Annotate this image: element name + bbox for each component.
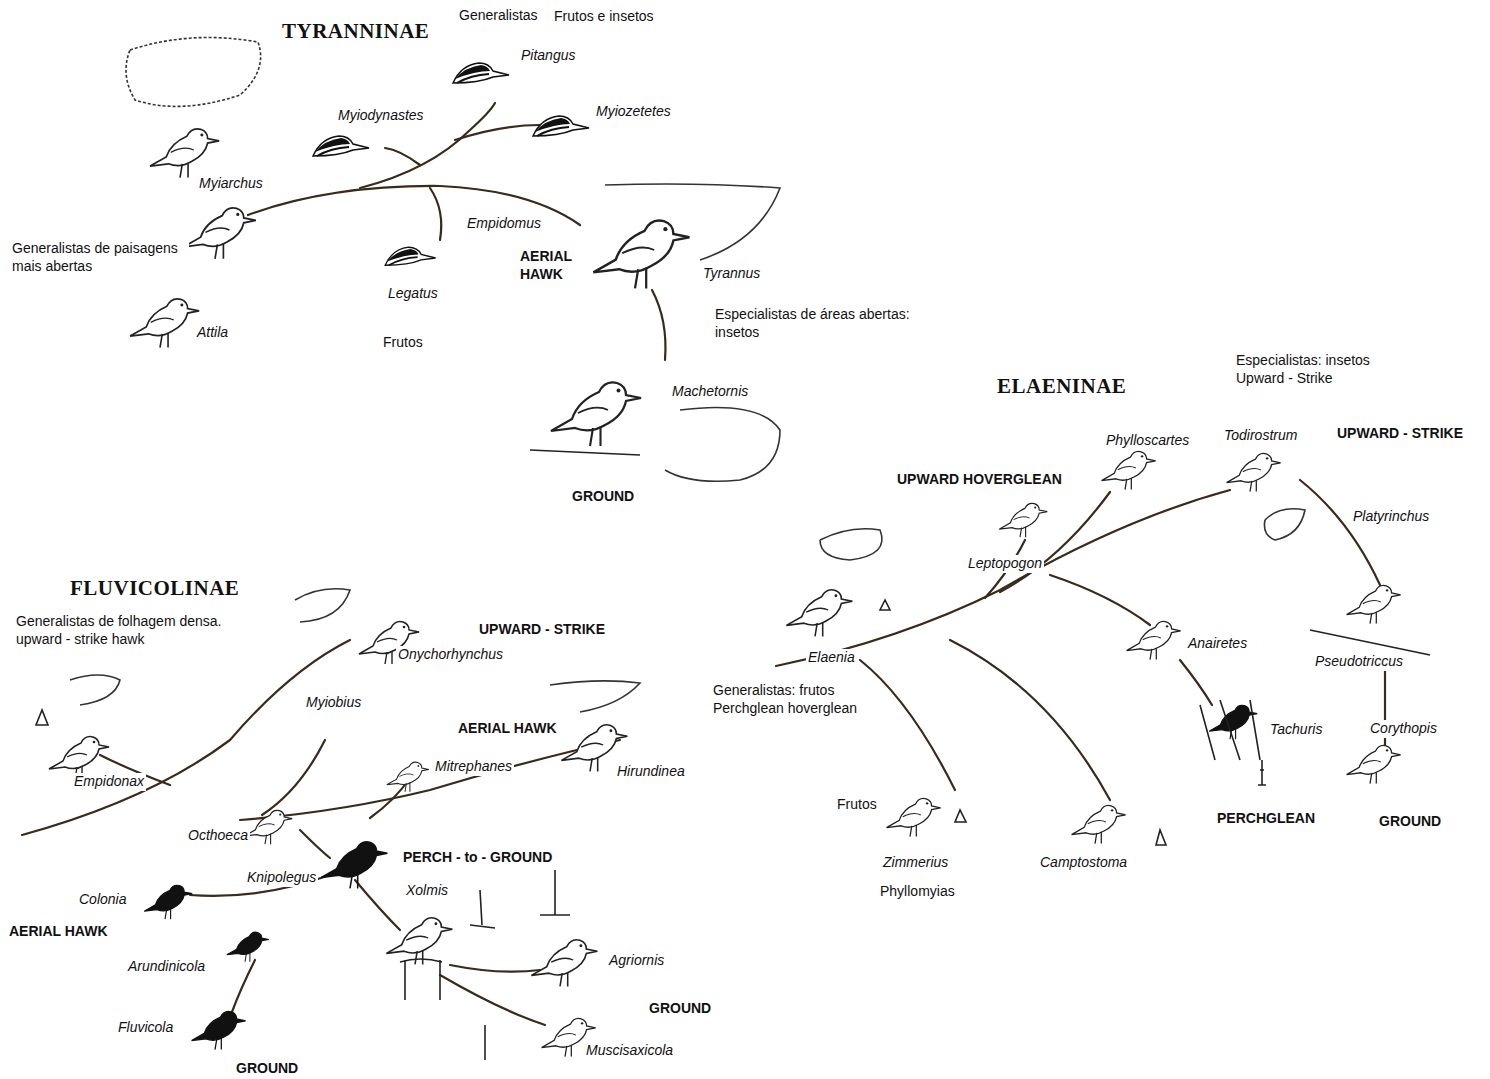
label: Anairetes <box>1186 635 1249 653</box>
label: GROUND <box>647 1000 713 1018</box>
label: UPWARD HOVERGLEAN <box>895 471 1064 489</box>
label: Generalistas <box>457 7 540 25</box>
label: Octhoeca <box>186 827 250 845</box>
label: Mitrephanes <box>433 758 514 776</box>
label: Especialistas: insetos Upward - Strike <box>1234 352 1408 387</box>
label: Empidomus <box>465 215 543 233</box>
label: UPWARD - STRIKE <box>477 621 607 639</box>
label: GROUND <box>1377 813 1443 831</box>
label: Myiodynastes <box>336 107 426 125</box>
label: GROUND <box>570 488 636 506</box>
label: Generalistas de folhagem densa. upward -… <box>14 613 263 648</box>
label: FLUVICOLINAE <box>68 575 241 601</box>
label: Arundinicola <box>126 958 207 976</box>
label: Platyrinchus <box>1351 508 1431 526</box>
label: Legatus <box>386 285 440 303</box>
label: Corythopis <box>1368 720 1439 738</box>
label: Frutos <box>835 796 879 814</box>
label: Frutos <box>381 334 425 352</box>
label: Xolmis <box>404 882 450 900</box>
label: Tyrannus <box>701 265 762 283</box>
label: Generalistas: frutos Perchglean hovergle… <box>711 682 865 717</box>
label: Empidonax <box>72 773 146 791</box>
label: Pitangus <box>519 47 577 65</box>
label: PERCH - to - GROUND <box>401 849 554 867</box>
label: Pseudotriccus <box>1313 653 1405 671</box>
label: Hirundinea <box>615 763 687 781</box>
label: Elaenia <box>806 649 857 667</box>
label: Generalistas de paisagens mais abertas <box>10 240 189 275</box>
label: Frutos e insetos <box>552 8 656 26</box>
label: Agriornis <box>607 952 666 970</box>
label: AERIAL HAWK <box>456 720 559 738</box>
label: Colonia <box>77 891 128 909</box>
label: ELAENINAE <box>995 373 1128 399</box>
label: Zimmerius <box>881 854 950 872</box>
label: Phylloscartes <box>1104 432 1191 450</box>
label: Todirostrum <box>1222 427 1299 445</box>
label: Muscisaxicola <box>584 1042 675 1060</box>
label: Knipolegus <box>245 869 318 887</box>
label: Onychorhynchus <box>396 646 505 664</box>
label: AERIAL HAWK <box>518 248 582 283</box>
label: AERIAL HAWK <box>7 923 110 941</box>
label: GROUND <box>234 1060 300 1078</box>
label: UPWARD - STRIKE <box>1335 425 1465 443</box>
label: TYRANNINAE <box>280 18 431 44</box>
label: Fluvicola <box>116 1019 175 1037</box>
label: PERCHGLEAN <box>1215 810 1317 828</box>
label: Attila <box>195 324 230 342</box>
label: Myiarchus <box>197 175 265 193</box>
label: Phyllomyias <box>878 883 957 901</box>
label: Tachuris <box>1268 721 1324 739</box>
label: Leptopogon <box>966 555 1044 573</box>
label: Camptostoma <box>1038 854 1129 872</box>
label: Myiobius <box>304 694 363 712</box>
label: Myiozetetes <box>594 103 673 121</box>
label: Machetornis <box>670 383 750 401</box>
label: Especialistas de áreas abertas: insetos <box>713 306 942 341</box>
